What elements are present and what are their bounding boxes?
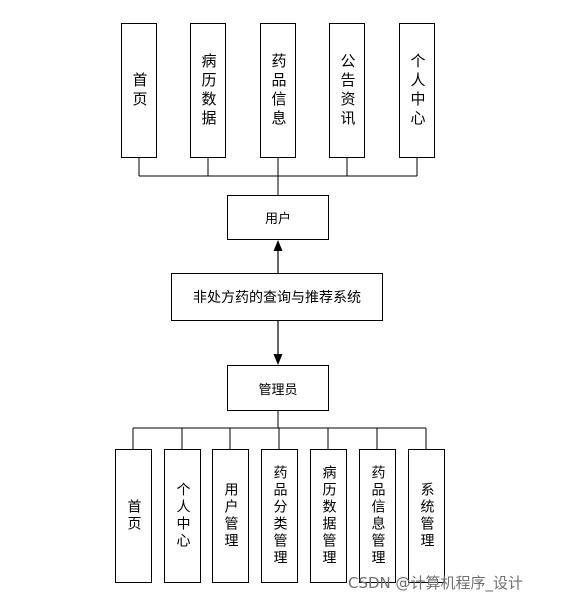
bottom-module-label: 用户管理 bbox=[222, 482, 239, 550]
bottom-module-label: 系统管理 bbox=[418, 482, 435, 550]
bottom-module-home: 首页 bbox=[115, 449, 152, 583]
top-module-profile: 个人中心 bbox=[399, 23, 435, 158]
top-module-label: 药品信息 bbox=[269, 52, 288, 129]
bottom-module-drug-info-management: 药品信息管理 bbox=[359, 449, 396, 583]
user-node: 用户 bbox=[227, 195, 329, 240]
system-to-user-arrowhead bbox=[273, 240, 283, 251]
system-node-label: 非处方药的查询与推荐系统 bbox=[193, 290, 361, 306]
top-module-label: 个人中心 bbox=[408, 52, 427, 129]
bottom-module-drug-category-management: 药品分类管理 bbox=[261, 449, 298, 583]
user-node-label: 用户 bbox=[264, 212, 291, 227]
bottom-module-system-management: 系统管理 bbox=[408, 449, 445, 583]
system-to-admin-arrowhead bbox=[273, 354, 283, 365]
system-node: 非处方药的查询与推荐系统 bbox=[171, 273, 383, 321]
top-module-label: 公告资讯 bbox=[338, 52, 357, 129]
top-module-drug-info: 药品信息 bbox=[260, 23, 296, 158]
bottom-module-label: 首页 bbox=[125, 499, 142, 533]
admin-node-label: 管理员 bbox=[258, 382, 298, 398]
watermark-text: CSDN @计算机程序_设计 bbox=[348, 574, 524, 592]
top-module-label: 首页 bbox=[130, 71, 149, 110]
bottom-module-profile: 个人中心 bbox=[164, 449, 201, 583]
bottom-module-label: 药品信息管理 bbox=[369, 465, 386, 567]
bottom-module-label: 药品分类管理 bbox=[271, 465, 288, 567]
top-module-home: 首页 bbox=[121, 23, 157, 158]
admin-node: 管理员 bbox=[227, 365, 329, 411]
top-module-medical-records: 病历数据 bbox=[190, 23, 226, 158]
top-module-announcements: 公告资讯 bbox=[329, 23, 365, 158]
bottom-module-label: 个人中心 bbox=[174, 482, 191, 550]
bottom-module-medical-records-management: 病历数据管理 bbox=[310, 449, 347, 583]
bottom-module-user-management: 用户管理 bbox=[212, 449, 249, 583]
top-module-label: 病历数据 bbox=[199, 52, 218, 129]
bottom-module-label: 病历数据管理 bbox=[320, 465, 337, 567]
